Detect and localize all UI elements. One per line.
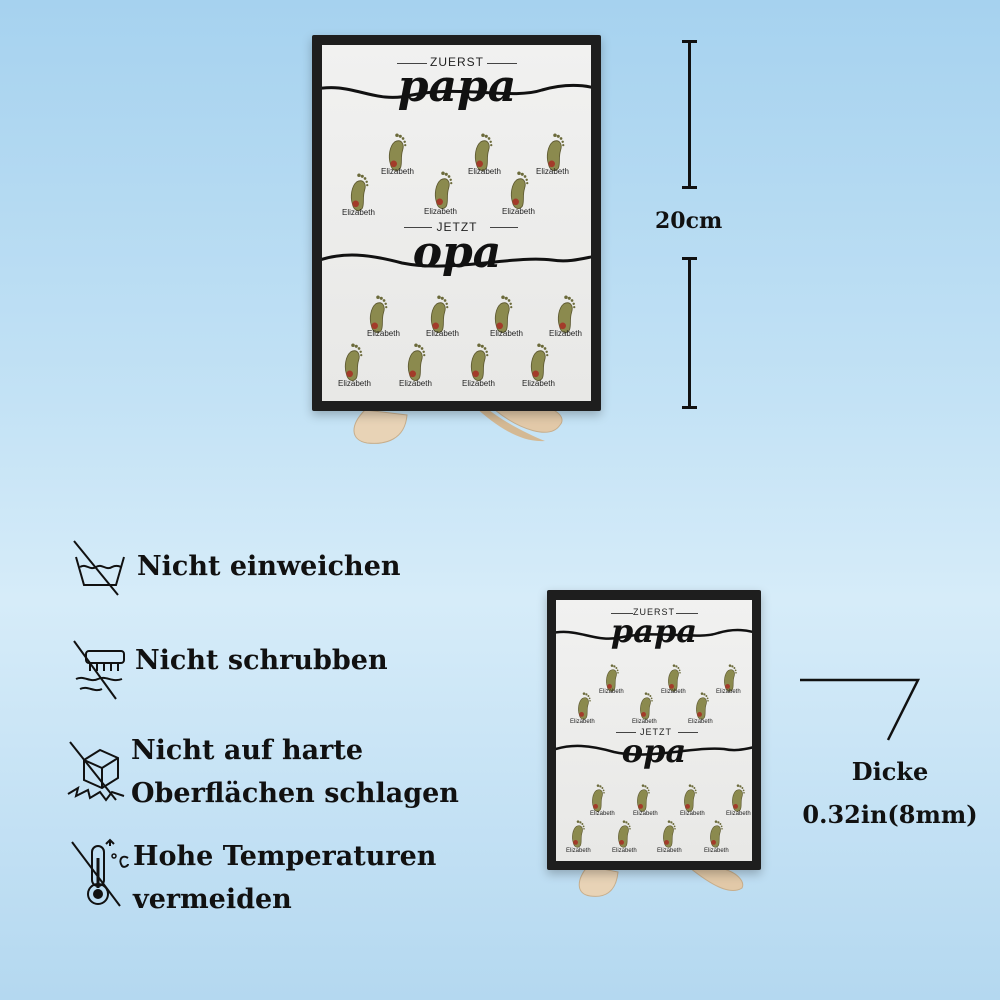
small-mid-divider-line [556, 744, 752, 756]
footprint-name-label: Elizabeth [338, 379, 371, 388]
footprint-icon [344, 343, 363, 381]
footprint-icon [663, 820, 676, 848]
top-script-title: papa [397, 61, 517, 112]
footprint-name-label: Elizabeth [612, 848, 637, 854]
footprint-name-label: Elizabeth [424, 207, 457, 216]
mid-heading: JETZT [436, 220, 478, 234]
footprint-name-label: Elizabeth [680, 811, 705, 817]
footprint-icon [637, 784, 650, 812]
footprint-name-label: Elizabeth [342, 208, 375, 217]
no-heat-icon [71, 838, 129, 907]
care-text-no-soak: Nicht einweichen [137, 551, 401, 582]
thickness-label: Dicke [851, 757, 929, 786]
footprint-name-label: Elizabeth [399, 379, 432, 388]
small-top-script-title: papa [610, 612, 698, 650]
footprint-icon [388, 133, 407, 171]
footprint-icon [470, 343, 489, 381]
footprint-name-label: Elizabeth [468, 167, 501, 176]
care-text-no-scrub: Nicht schrubben [135, 645, 388, 676]
mid-script-title: opa [412, 227, 502, 278]
footprint-icon [724, 664, 737, 692]
footprint-name-label: Elizabeth [590, 811, 615, 817]
footprint-icon [684, 784, 697, 812]
thickness-value: 0.32in(8mm) [802, 800, 978, 829]
footprint-name-label: Elizabeth [661, 689, 686, 695]
footprint-name-label: Elizabeth [426, 329, 459, 338]
footprint-name-label: Elizabeth [502, 207, 535, 216]
footprint-name-label: Elizabeth [536, 167, 569, 176]
footprint-name-label: Elizabeth [716, 689, 741, 695]
footprint-icon [572, 820, 585, 848]
care-text-no-impact-line1: Nicht auf harte [131, 735, 364, 766]
footprint-name-label: Elizabeth [490, 329, 523, 338]
footprint-icon [668, 664, 681, 692]
footprint-icon [350, 173, 369, 211]
footprint-name-label: Elizabeth [657, 848, 682, 854]
footprint-name-label: Elizabeth [462, 379, 495, 388]
footprint-icon [578, 692, 591, 720]
footprint-icon [546, 133, 565, 171]
footprint-icon [530, 343, 549, 381]
small-plaque-stand [578, 865, 744, 897]
footprint-icon [592, 784, 605, 812]
footprint-icon [696, 692, 709, 720]
no-soak-icon [73, 540, 125, 596]
top-heading: ZUERST [430, 55, 484, 69]
small-top-heading: ZUERST [633, 607, 675, 617]
care-text-no-impact-line2: Oberflächen schlagen [131, 778, 459, 809]
footprint-icon [732, 784, 745, 812]
footprint-icon [434, 171, 453, 209]
footprint-icon [606, 664, 619, 692]
care-text-no-heat-line2: vermeiden [133, 884, 292, 915]
thickness-pointer-line [800, 678, 921, 741]
footprint-name-label: Elizabeth [522, 379, 555, 388]
footprint-icon [557, 295, 576, 333]
large-footprints [344, 133, 576, 381]
care-text-no-heat-line1: Hohe Temperaturen [133, 841, 437, 872]
footprint-icon [494, 295, 513, 333]
top-divider-line [322, 84, 591, 99]
footprint-name-label: Elizabeth [566, 848, 591, 854]
footprint-name-label: Elizabeth [381, 167, 414, 176]
footprint-icon [640, 692, 653, 720]
no-impact-icon [67, 741, 125, 802]
footprint-icon [369, 295, 388, 333]
footprint-name-label: Elizabeth [688, 719, 713, 725]
small-mid-script-title: opa [621, 732, 687, 770]
mid-divider-line [322, 253, 591, 268]
small-mid-heading: JETZT [640, 727, 672, 737]
footprint-icon [474, 133, 493, 171]
footprint-name-label: Elizabeth [632, 719, 657, 725]
footprint-name-label: Elizabeth [549, 329, 582, 338]
footprint-icon [710, 820, 723, 848]
footprint-name-label: Elizabeth [570, 719, 595, 725]
footprint-icon [510, 171, 529, 209]
no-scrub-icon [73, 640, 125, 700]
height-label: 20cm [655, 208, 723, 234]
footprint-name-label: Elizabeth [633, 811, 658, 817]
footprint-name-label: Elizabeth [726, 811, 751, 817]
small-top-divider-line [556, 628, 752, 640]
footprint-name-label: Elizabeth [367, 329, 400, 338]
footprint-icon [618, 820, 631, 848]
footprint-name-label: Elizabeth [704, 848, 729, 854]
footprint-icon [430, 295, 449, 333]
footprint-icon [407, 343, 426, 381]
small-footprints [572, 664, 745, 848]
footprint-name-label: Elizabeth [599, 689, 624, 695]
